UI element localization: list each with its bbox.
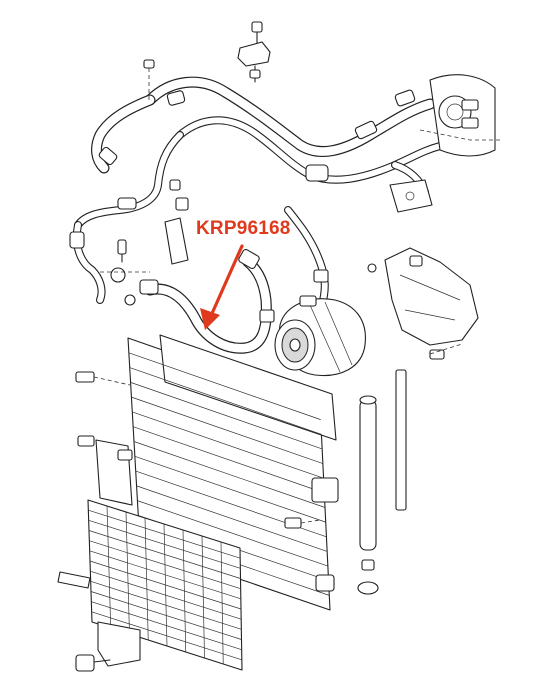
expansion-valve-assembly: [389, 74, 500, 213]
part-number-label: KRP96168: [196, 218, 291, 239]
krp96168-hose: [139, 248, 275, 354]
upper-refrigerant-lines: [69, 76, 444, 304]
receiver-drier: [357, 369, 407, 595]
ac-compressor: [274, 295, 366, 377]
heat-shield-bracket: [367, 247, 479, 360]
top-mount-clip: [143, 21, 271, 100]
bottom-brackets: [57, 571, 141, 672]
discharge-hose: [284, 206, 329, 309]
callout-arrow: [200, 244, 244, 330]
pressure-switch-bracket: [100, 179, 189, 306]
